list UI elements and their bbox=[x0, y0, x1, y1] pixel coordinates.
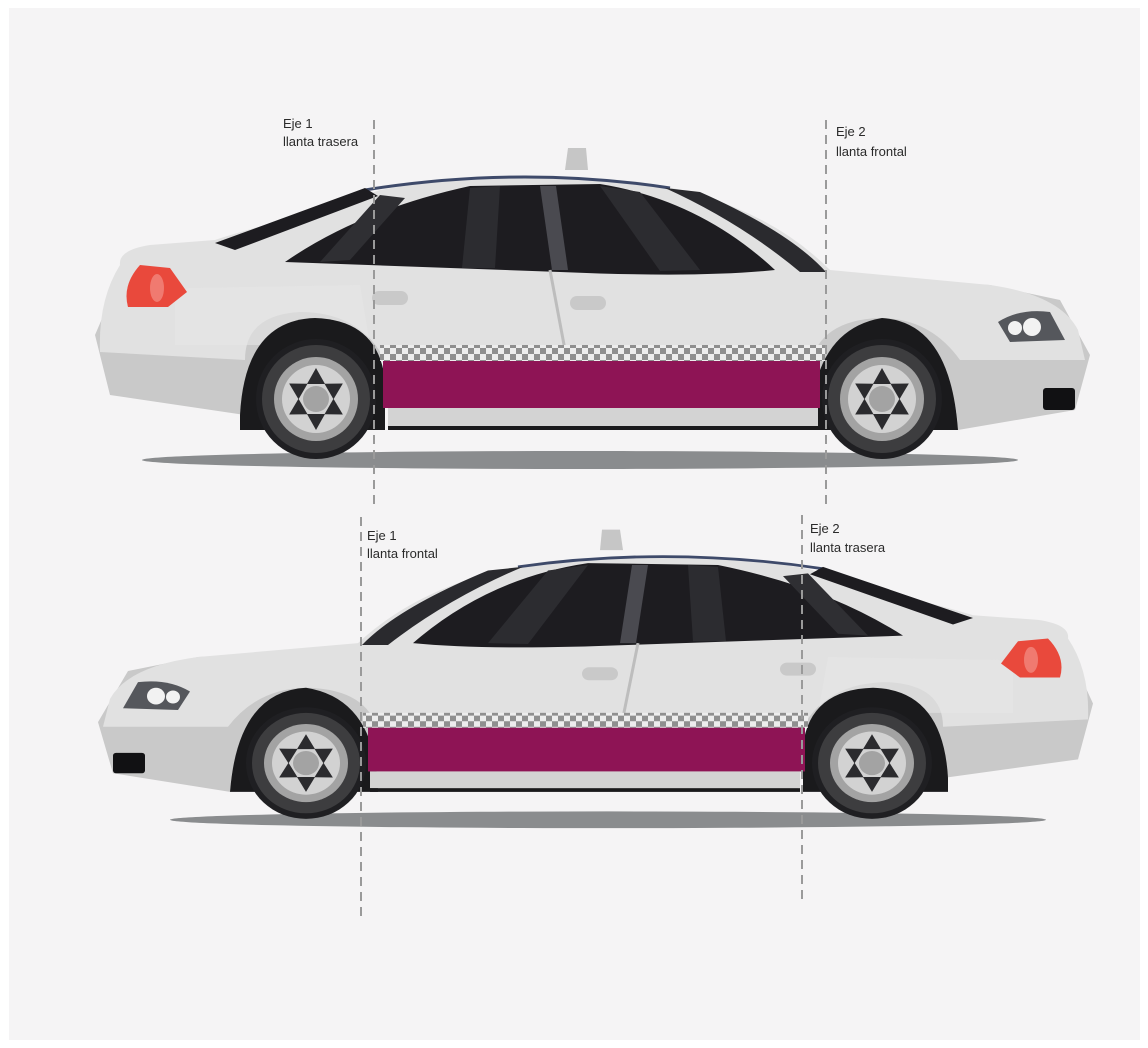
bottom-axle-2-desc: llanta trasera bbox=[810, 540, 886, 555]
top-axle-1-desc: llanta trasera bbox=[283, 134, 359, 149]
top-axle-2-title: Eje 2 bbox=[836, 124, 866, 139]
top-axle-1-title: Eje 1 bbox=[283, 116, 313, 131]
bottom-axle-1-title: Eje 1 bbox=[367, 528, 397, 543]
top-axle-2-desc: llanta frontal bbox=[836, 144, 907, 159]
bottom-axle-1-desc: llanta frontal bbox=[367, 546, 438, 561]
bottom-axle-2-title: Eje 2 bbox=[810, 521, 840, 536]
